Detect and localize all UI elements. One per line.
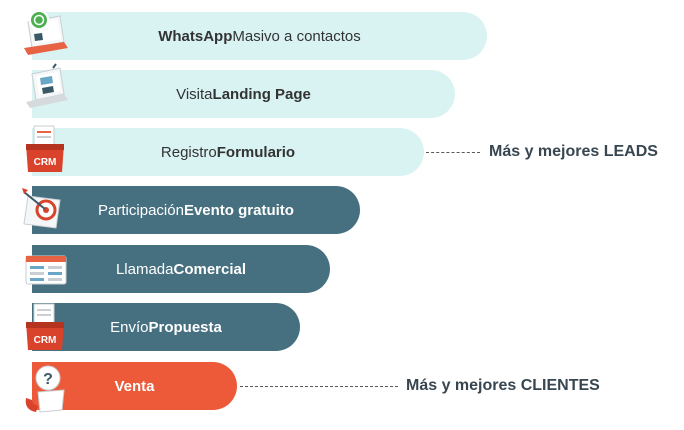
funnel-step-venta: Venta: [32, 362, 237, 410]
step-bold-text: Propuesta: [148, 318, 222, 336]
crm-proposal-icon: CRM: [26, 303, 64, 350]
funnel-step-llamada: Llamada Comercial: [32, 245, 330, 293]
funnel-step-evento: Participación Evento gratuito: [32, 186, 360, 234]
step-bold-text: Comercial: [173, 260, 247, 278]
landing-laptop-icon: [26, 63, 68, 108]
funnel-step-formulario: Registro Formulario: [32, 128, 424, 176]
leads-label: Más y mejores LEADS: [489, 143, 658, 160]
clientes-connector: [240, 386, 398, 387]
clientes-label: Más y mejores CLIENTES: [406, 377, 600, 394]
svg-text:?: ?: [43, 371, 53, 388]
svg-text:CRM: CRM: [34, 157, 57, 168]
step-bold-text: Formulario: [216, 143, 296, 161]
step-bold-text: Landing Page: [212, 85, 311, 103]
target-icon: [22, 188, 61, 229]
leads-connector: [426, 152, 480, 153]
funnel-step-landing: Visita Landing Page: [32, 70, 455, 118]
step-bold-text: Evento gratuito: [183, 201, 294, 219]
calendar-icon: [25, 255, 67, 285]
svg-text:CRM: CRM: [34, 335, 57, 346]
whatsapp-laptop-icon: [24, 10, 68, 55]
crm-form-icon: CRM: [26, 125, 64, 172]
step-bold-text: WhatsApp: [158, 27, 233, 45]
funnel-step-propuesta: Envío Propuesta: [32, 303, 300, 351]
step-bold-text: Venta: [114, 377, 155, 395]
funnel-step-whatsapp: WhatsApp Masivo a contactos: [32, 12, 487, 60]
question-phone-icon: ?: [25, 365, 65, 413]
